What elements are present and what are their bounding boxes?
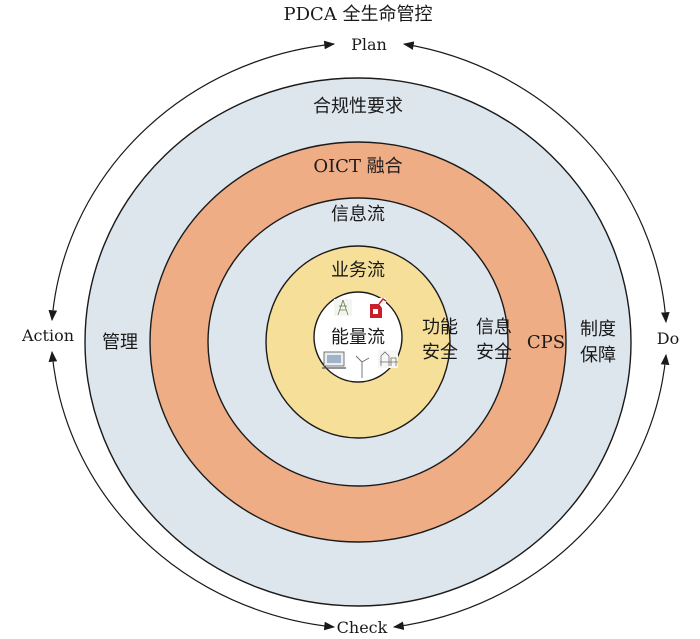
arrow-check-to-action xyxy=(48,350,336,631)
business-flow-label: 业务流 xyxy=(331,260,385,281)
oict-label: OICT 融合 xyxy=(313,156,402,177)
info-security-line2: 安全 xyxy=(476,342,512,363)
functional-safety-line2: 安全 xyxy=(422,342,458,363)
rings xyxy=(84,77,632,607)
guarantee-label: 保障 xyxy=(580,345,616,366)
arrow-action-to-plan xyxy=(48,40,336,322)
diagram-title: PDCA 全生命管控 xyxy=(283,4,432,25)
info-security-line1: 信息 xyxy=(476,317,512,338)
arrow-plan-to-do xyxy=(402,41,670,324)
management-label: 管理 xyxy=(102,332,138,353)
computer-terminal-icon xyxy=(322,351,346,369)
power-grid-tower-icon xyxy=(334,299,352,316)
pdca-cycle xyxy=(48,40,670,631)
pdca-action-label: Action xyxy=(21,326,74,345)
info-flow-label: 信息流 xyxy=(331,204,385,225)
arrow-do-to-check xyxy=(392,353,670,630)
functional-safety-line1: 功能 xyxy=(422,317,458,338)
system-label: 制度 xyxy=(580,319,616,340)
factory-equipment-icon xyxy=(378,350,398,368)
cps-label: CPS xyxy=(527,332,565,353)
pdca-do-label: Do xyxy=(657,329,679,348)
pdca-check-label: Check xyxy=(337,618,388,637)
compliance-label: 合规性要求 xyxy=(313,96,403,117)
pdca-plan-label: Plan xyxy=(351,35,387,54)
energy-flow-label: 能量流 xyxy=(331,327,385,348)
fuel-can-icon xyxy=(366,297,387,318)
wind-turbine-icon xyxy=(355,355,370,378)
